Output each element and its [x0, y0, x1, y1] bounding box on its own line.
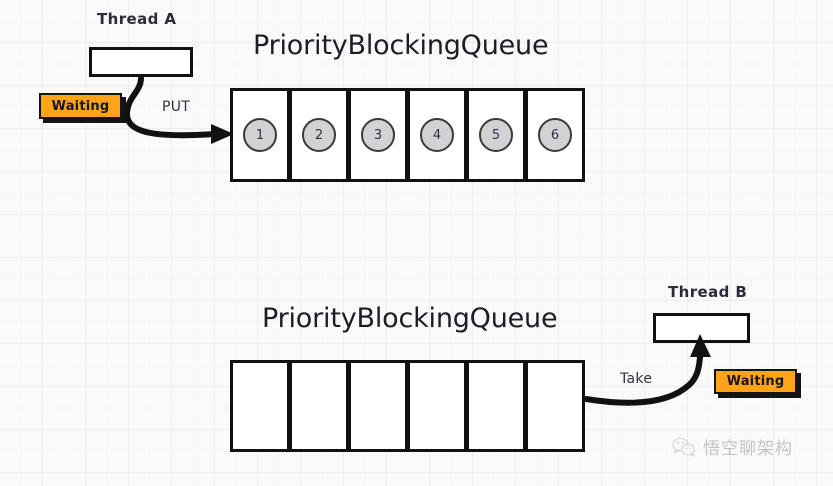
thread-b-box[interactable] — [653, 313, 750, 343]
take-operation-label: Take — [620, 371, 653, 387]
queue-cell[interactable] — [407, 360, 467, 452]
thread-a-label: Thread A — [97, 10, 177, 28]
queue-token: 2 — [302, 118, 336, 152]
queue-cell[interactable] — [466, 360, 526, 452]
queue-token: 6 — [538, 118, 572, 152]
thread-a-box[interactable] — [89, 47, 193, 77]
queue-cell[interactable]: 4 — [407, 88, 467, 182]
watermark-text: 悟空聊架构 — [703, 439, 793, 459]
queue-cell[interactable]: 2 — [289, 88, 349, 182]
queue-cell[interactable] — [289, 360, 349, 452]
queue-token: 5 — [479, 118, 513, 152]
queue-token: 1 — [243, 118, 277, 152]
thread-a-waiting-badge: Waiting — [39, 93, 122, 119]
queue-cell[interactable] — [348, 360, 408, 452]
queue-cell[interactable]: 3 — [348, 88, 408, 182]
top-queue-title: PriorityBlockingQueue — [253, 30, 549, 61]
thread-b-label: Thread B — [668, 283, 748, 301]
queue-cell[interactable] — [230, 360, 290, 452]
top-priority-blocking-queue: 1 2 3 4 5 6 — [230, 88, 585, 182]
queue-cell[interactable] — [525, 360, 585, 452]
put-operation-label: PUT — [162, 99, 191, 115]
watermark: 悟空聊架构 — [672, 434, 793, 459]
bottom-priority-blocking-queue — [230, 360, 585, 452]
queue-cell[interactable]: 1 — [230, 88, 290, 182]
thread-b-waiting-badge: Waiting — [714, 369, 797, 394]
queue-token: 4 — [420, 118, 454, 152]
wechat-icon — [672, 437, 695, 457]
queue-cell[interactable]: 5 — [466, 88, 526, 182]
bottom-queue-title: PriorityBlockingQueue — [262, 303, 558, 334]
queue-cell[interactable]: 6 — [525, 88, 585, 182]
queue-token: 3 — [361, 118, 395, 152]
